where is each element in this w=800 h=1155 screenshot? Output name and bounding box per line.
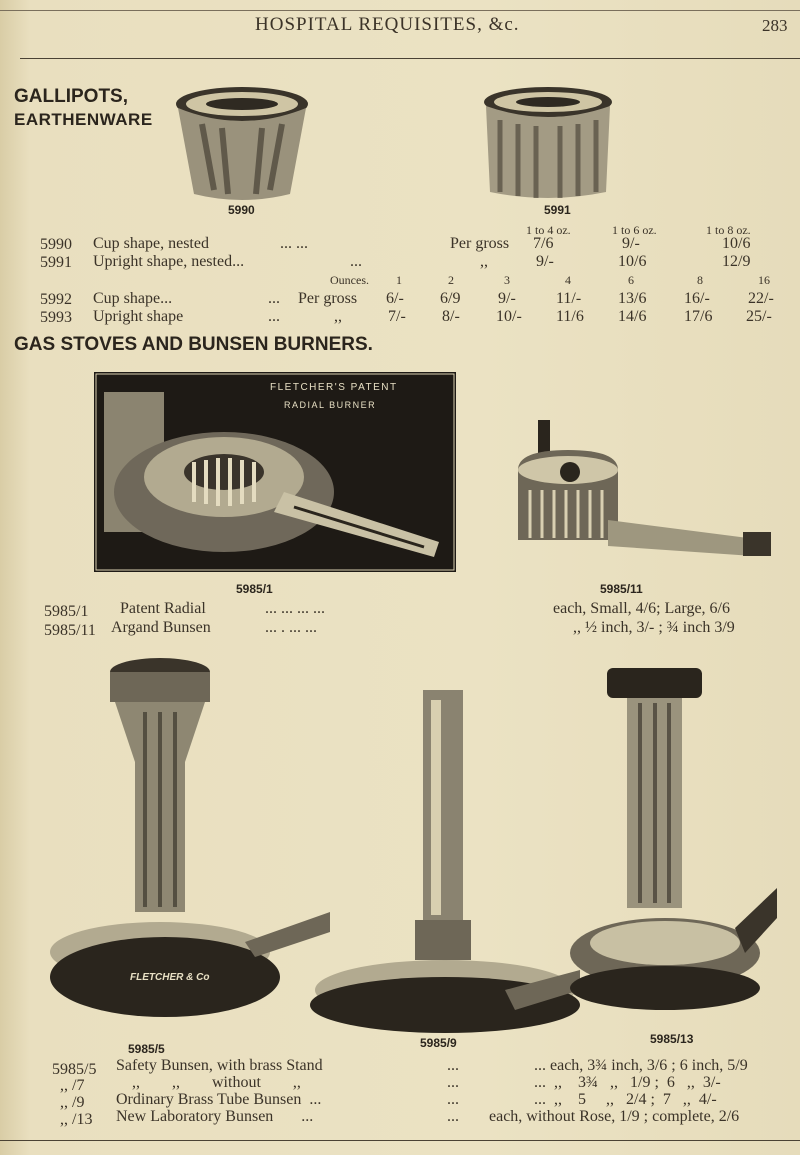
leader-dots: ... — [447, 1057, 459, 1074]
item-description: New Laboratory Bunsen ... — [116, 1108, 314, 1125]
price: 10/6 — [618, 253, 647, 270]
top-rule — [0, 10, 800, 11]
leader-dots: ... . ... ... — [265, 619, 317, 636]
size-header: 1 to 4 oz. — [526, 223, 571, 237]
price: 14/6 — [618, 308, 647, 325]
ounce-value: 2 — [448, 273, 454, 287]
price: 6/- — [386, 290, 404, 307]
figure-caption-5985-11: 5985/11 — [600, 582, 643, 596]
price: 7/6 — [533, 235, 554, 252]
item-number: ,, /9 — [60, 1094, 85, 1111]
ounce-value: 1 — [396, 273, 402, 287]
page-number: 283 — [762, 16, 788, 35]
item-description: Ordinary Brass Tube Bunsen ... — [116, 1091, 322, 1108]
leader-dots: ... — [350, 253, 362, 270]
price: 11/6 — [556, 308, 584, 325]
leader-dots: ... — [447, 1108, 459, 1125]
leader-dots: ... — [268, 290, 280, 307]
price: 8/- — [442, 308, 460, 325]
figure-caption-5985-1: 5985/1 — [236, 582, 273, 596]
figure-caption-5985-13: 5985/13 — [650, 1032, 694, 1046]
item-number: 5991 — [40, 254, 72, 271]
gallipot-upright-illustration — [484, 87, 612, 198]
ditto: ,, — [480, 253, 488, 270]
price: 9/- — [498, 290, 516, 307]
figure-caption-5985-5: 5985/5 — [128, 1042, 165, 1056]
item-number: ,, /7 — [60, 1077, 85, 1094]
leader-dots: ... ... — [280, 235, 308, 252]
item-number: 5993 — [40, 309, 72, 326]
price: ,, ½ inch, 3/- ; ¾ inch 3/9 — [573, 619, 735, 636]
unit: Per gross — [298, 290, 358, 307]
gas-stoves-heading: GAS STOVES AND BUNSEN BURNERS. — [14, 334, 373, 355]
size-header: 1 to 6 oz. — [612, 223, 657, 237]
ounce-value: 3 — [504, 273, 510, 287]
price: 17/6 — [684, 308, 713, 325]
item-number: 5985/5 — [52, 1061, 97, 1078]
price: 10/6 — [722, 235, 751, 252]
price: 10/- — [496, 308, 522, 325]
item-number: 5990 — [40, 236, 72, 253]
price: each, without Rose, 1/9 ; complete, 2/6 — [489, 1108, 740, 1125]
item-number: 5992 — [40, 291, 72, 308]
item-description: ,, ,, without ,, — [132, 1074, 301, 1091]
price: 6/9 — [440, 290, 461, 307]
price: 13/6 — [618, 290, 647, 307]
size-header: 1 to 8 oz. — [706, 223, 751, 237]
ditto: ,, — [334, 308, 342, 325]
item-description: Argand Bunsen — [111, 619, 211, 636]
leader-dots: ... — [447, 1091, 459, 1108]
item-description: Upright shape — [93, 308, 184, 325]
price: 25/- — [746, 308, 772, 325]
price: 9/- — [536, 253, 554, 270]
price: ... ,, 5 ,, 2/4 ; 7 ,, 4/- — [534, 1091, 717, 1108]
running-head: HOSPITAL REQUISITES, &c. — [255, 14, 520, 35]
item-description: Cup shape, nested — [93, 235, 209, 252]
gallipots-subheading: EARTHENWARE — [14, 110, 153, 129]
unit: Per gross — [450, 235, 510, 252]
figure-caption-5985-9: 5985/9 — [420, 1036, 457, 1050]
gallipot-cup-illustration — [176, 87, 308, 200]
item-number: 5985/1 — [44, 603, 89, 620]
radial-burner-illustration — [94, 372, 456, 572]
leader-dots: ... — [268, 308, 280, 325]
ounce-value: 6 — [628, 273, 634, 287]
price: 16/- — [684, 290, 710, 307]
item-number: 5985/11 — [44, 622, 96, 639]
figure-caption-5990: 5990 — [228, 203, 255, 217]
laboratory-bunsen-illustration — [570, 668, 777, 1010]
item-description: Cup shape... — [93, 290, 173, 307]
maker-mark: FLETCHER & Co — [130, 972, 210, 983]
item-description: Patent Radial — [120, 600, 206, 617]
price: 11/- — [556, 290, 582, 307]
ounce-value: 8 — [697, 273, 703, 287]
gallipots-heading: GALLIPOTS, — [14, 86, 128, 107]
safety-bunsen-illustration — [50, 658, 330, 1017]
price: 22/- — [748, 290, 774, 307]
radial-plate-line1: FLETCHER'S PATENT — [270, 382, 398, 393]
price: ... each, 3¾ inch, 3/6 ; 6 inch, 5/9 — [534, 1057, 748, 1074]
radial-plate-line2: RADIAL BURNER — [284, 400, 377, 410]
price: each, Small, 4/6; Large, 6/6 — [553, 600, 730, 617]
price: 9/- — [622, 235, 640, 252]
argand-burner-illustration — [518, 420, 771, 556]
footer-rule — [0, 1140, 800, 1141]
item-description: Safety Bunsen, with brass Stand — [116, 1057, 323, 1074]
leader-dots: ... — [447, 1074, 459, 1091]
leader-dots: ... ... ... ... — [265, 600, 325, 617]
price: 12/9 — [722, 253, 751, 270]
ounce-value: 4 — [565, 273, 571, 287]
price: ... ,, 3¾ ,, 1/9 ; 6 ,, 3/- — [534, 1074, 721, 1091]
header-rule — [20, 58, 800, 59]
ounce-value: 16 — [758, 273, 770, 287]
price: 7/- — [388, 308, 406, 325]
figure-caption-5991: 5991 — [544, 203, 571, 217]
ounces-label: Ounces. — [330, 273, 369, 287]
item-number: ,, /13 — [60, 1111, 93, 1128]
brass-tube-bunsen-illustration — [310, 690, 580, 1033]
item-description: Upright shape, nested... — [93, 253, 245, 270]
